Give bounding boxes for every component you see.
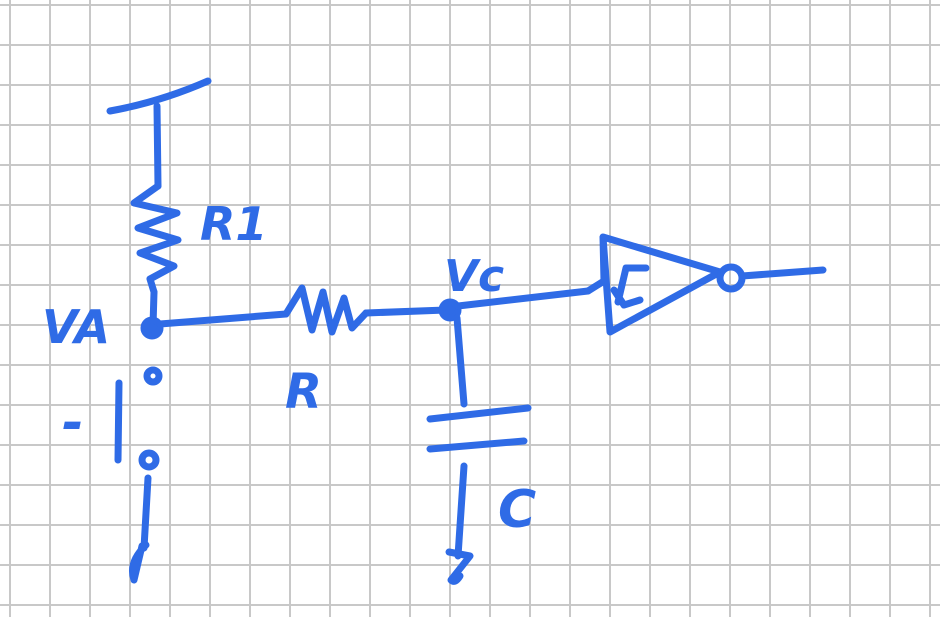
resistor-r	[282, 284, 370, 336]
schematic-ink	[106, 77, 827, 585]
node-vc-junction	[438, 298, 462, 322]
switch-contact-bottom	[138, 449, 160, 471]
wire-r-to-vc	[362, 306, 450, 317]
capacitor-lead-top	[453, 314, 468, 408]
switch-ground-mark	[129, 541, 150, 584]
switch-contact-top	[143, 366, 163, 386]
label-c: C	[498, 480, 536, 540]
label-vc: Vc	[444, 251, 504, 302]
switch-lower-lead	[140, 474, 152, 552]
inverter-body	[584, 233, 724, 336]
wire-a-to-r	[156, 310, 290, 328]
label-va: VA	[42, 300, 110, 354]
switch-lever	[114, 379, 123, 464]
output-wire	[738, 266, 827, 280]
resistor-r1	[130, 182, 182, 296]
supply-rail	[106, 77, 212, 115]
label-r: R	[285, 364, 322, 420]
capacitor-lead-bottom	[454, 462, 468, 560]
label-r1: R1	[200, 197, 267, 251]
label-switch-dash: -	[62, 393, 84, 453]
supply-wire	[153, 102, 162, 190]
wire-vc-to-gate	[454, 287, 592, 310]
node-a-junction	[140, 316, 164, 340]
capacitor-plate-top	[426, 404, 532, 423]
schmitt-symbol	[610, 264, 650, 309]
capacitor-ground-mark	[445, 548, 474, 585]
capacitor-plate-bottom	[426, 437, 528, 453]
